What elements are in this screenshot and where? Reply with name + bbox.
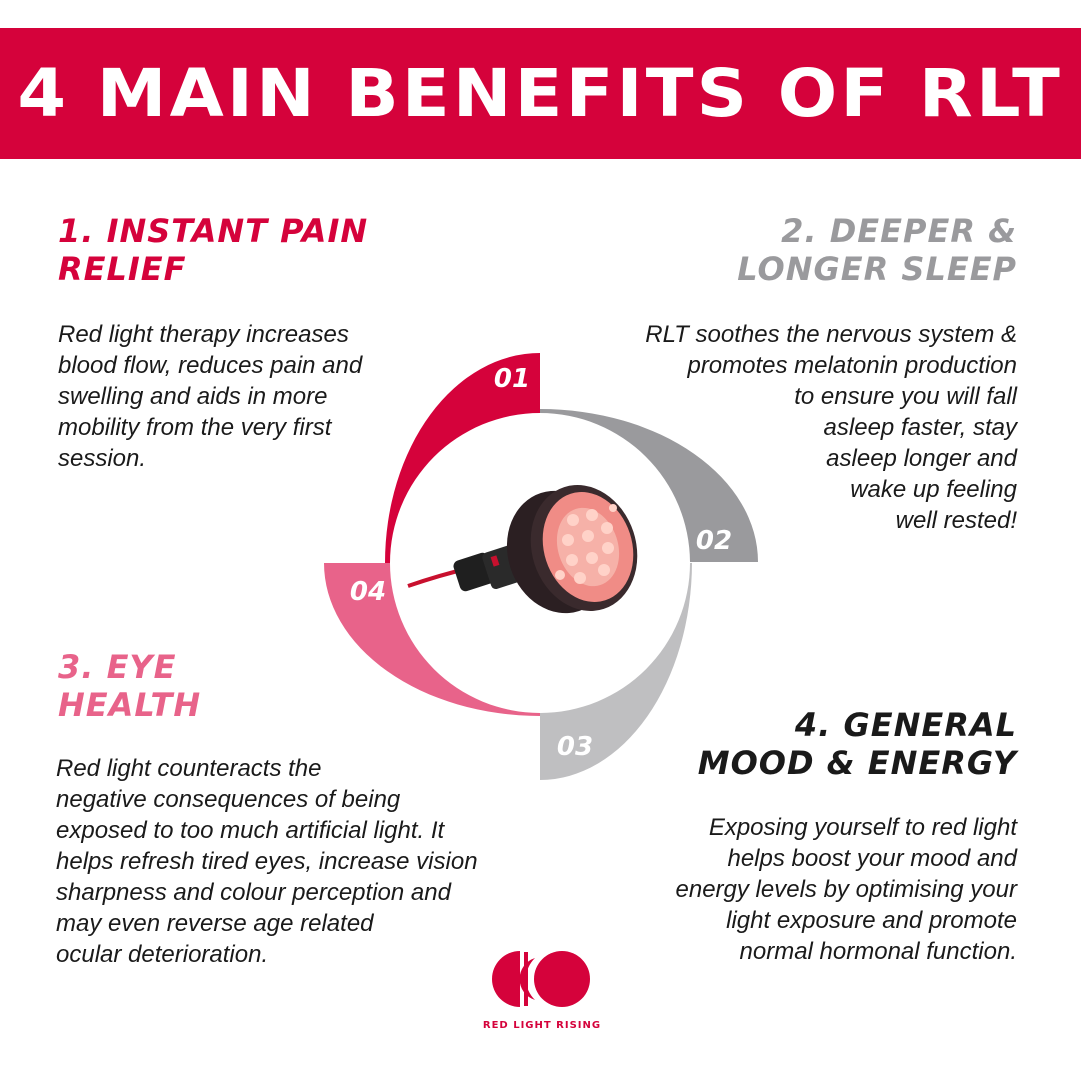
- benefit-2-body: RLT soothes the nervous system & promote…: [645, 321, 1017, 534]
- logo-text: RED LIGHT RISING: [483, 1020, 601, 1031]
- page-title: 4 MAIN BENEFITS OF RLT: [17, 55, 1064, 132]
- segment-04-number: 04: [350, 577, 386, 607]
- segment-01: [385, 353, 540, 563]
- benefit-1-body: Red light therapy increases blood flow, …: [58, 321, 363, 472]
- brand-logo: RED LIGHT RISING: [483, 951, 601, 1031]
- segment-01-number: 01: [494, 364, 530, 394]
- segment-03-number: 03: [557, 732, 593, 762]
- benefit-3-heading: 3. EYE HEALTH: [58, 648, 202, 724]
- title-banner: 4 MAIN BENEFITS OF RLT: [0, 28, 1081, 159]
- benefit-1-heading: 1. INSTANT PAIN RELIEF: [58, 212, 369, 288]
- benefits-wheel: 01 02 03 04: [324, 353, 758, 780]
- red-light-rising-logo-icon: [492, 951, 590, 1007]
- segment-02: [540, 409, 758, 562]
- benefit-4-body: Exposing yourself to red light helps boo…: [675, 814, 1018, 965]
- segment-02-number: 02: [696, 526, 732, 556]
- segment-03: [540, 563, 692, 780]
- benefit-2-heading: 2. DEEPER & LONGER SLEEP: [737, 212, 1017, 288]
- segment-04: [324, 563, 540, 716]
- benefit-3-body: Red light counteracts the negative conse…: [56, 755, 478, 968]
- benefit-4-heading: 4. GENERAL MOOD & ENERGY: [697, 706, 1017, 782]
- red-light-bulb: [407, 485, 638, 614]
